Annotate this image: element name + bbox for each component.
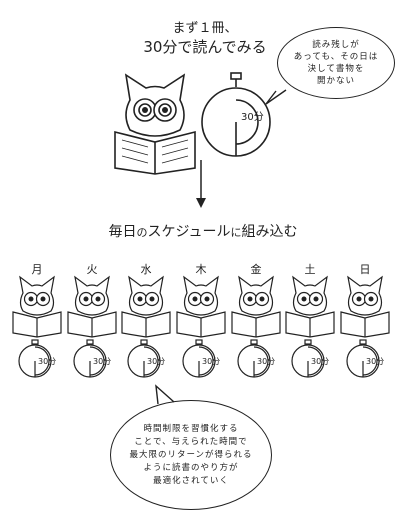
schedule-part: スケジュール: [147, 224, 231, 240]
sunday-reader: 30分: [340, 276, 390, 378]
bubble-line: 最大限のリターンが得られる: [129, 450, 253, 460]
day-timer-label: 30分: [257, 357, 275, 366]
cat-reading-illustration: [114, 73, 196, 175]
rule-speech-bubble: 読み残しが あっても、その日は 決して書物を 開かない: [277, 27, 395, 99]
bubble-line: ことで、与えられた時間で: [134, 437, 248, 447]
intro-line-1: まず１冊、: [172, 21, 238, 36]
bubble-line: 時間制限を習慣化する: [143, 424, 239, 434]
bubble-line: 最適化されていく: [153, 476, 229, 486]
day-label: 日: [359, 263, 371, 276]
schedule-part: の: [136, 226, 148, 239]
bubble-line: 読み残しが: [312, 40, 360, 50]
day-label: 水: [140, 263, 152, 276]
bubble-line: あっても、その日は: [293, 52, 379, 62]
bubble-tail: [265, 89, 287, 105]
monday-reader: 30分: [12, 276, 62, 378]
day-timer-label: 30分: [202, 357, 220, 366]
down-arrow-icon: [196, 160, 206, 208]
day-timer-label: 30分: [366, 357, 384, 366]
bubble-line: 開かない: [316, 76, 355, 86]
summary-speech-bubble: 時間制限を習慣化する ことで、与えられた時間で 最大限のリターンが得られる よう…: [110, 400, 272, 510]
tuesday-reader: 30分: [67, 276, 117, 378]
schedule-part: に: [230, 226, 242, 239]
intro-line-2: 30分で読んでみる: [143, 38, 267, 56]
saturday-reader: 30分: [285, 276, 335, 378]
schedule-part: 毎日: [108, 224, 137, 240]
day-label: 木: [195, 263, 207, 276]
bubble-tail: [155, 384, 175, 405]
day-timer-label: 30分: [311, 357, 329, 366]
timer-label: 30分: [241, 111, 264, 123]
intro-heading: まず１冊、 30分で読んでみる: [125, 20, 285, 56]
day-label: 金: [250, 263, 262, 276]
wednesday-reader: 30分: [121, 276, 171, 378]
day-timer-label: 30分: [147, 357, 165, 366]
weekly-readers: 30分 30分 30分 30分 30分 30分 30分: [12, 276, 390, 378]
day-label: 土: [304, 263, 316, 276]
stopwatch-icon: 30分: [201, 72, 271, 157]
bubble-line: ように読書のやり方が: [143, 463, 239, 473]
friday-reader: 30分: [231, 276, 281, 378]
day-timer-label: 30分: [93, 357, 111, 366]
thursday-reader: 30分: [176, 276, 226, 378]
schedule-heading: 毎日のスケジュールに組み込む: [0, 221, 406, 241]
schedule-part: 組み込む: [241, 224, 298, 240]
day-label: 火: [86, 263, 98, 276]
day-label: 月: [31, 263, 43, 276]
day-timer-label: 30分: [38, 357, 56, 366]
bubble-line: 決して書物を: [307, 64, 365, 74]
